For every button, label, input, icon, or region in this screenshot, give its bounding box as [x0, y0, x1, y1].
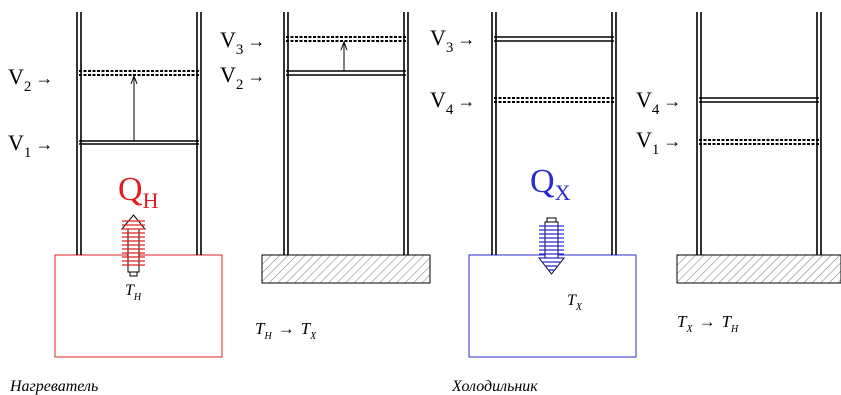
expansion-arrow [130, 74, 138, 141]
volume-label-v3: V3→ [430, 25, 475, 56]
volume-label-v4: V4→ [636, 87, 681, 118]
cylinder-wall-left [491, 12, 497, 255]
piston-v4-dashed [494, 97, 614, 103]
piston-v2 [286, 70, 406, 76]
cylinder-wall-right [403, 12, 409, 255]
panel-cooling: V3→ V4→ QX TX Холодильник [430, 12, 637, 395]
heat-q-h-label: QH [118, 171, 159, 213]
volume-label-v1: V1→ [636, 127, 681, 158]
volume-label-v2: V2→ [220, 62, 265, 93]
expansion-arrow [340, 40, 348, 71]
piston-v4 [699, 97, 819, 103]
heat-flow-down-arrow [537, 217, 566, 275]
temperature-transition-th-tx: TH→TX [255, 319, 317, 342]
volume-label-v1: V1→ [8, 130, 53, 161]
cylinder-wall-right [611, 12, 617, 255]
panel-adiabatic-compression: V4→ V1→ TX→TH [636, 12, 841, 335]
volume-label-v4: V4→ [430, 87, 475, 118]
insulating-base-hatched [676, 254, 841, 284]
temperature-label-th: TH [125, 282, 142, 303]
piston-v2-dashed [79, 70, 199, 76]
piston-v3-dashed [286, 36, 406, 42]
volume-label-v2: V2→ [8, 64, 53, 95]
piston-v1 [79, 140, 199, 145]
panel-adiabatic-expansion: V3→ V2→ TH→TX [220, 12, 431, 342]
caption-heater: Нагреватель [9, 378, 98, 395]
temperature-label-tx: TX [567, 292, 583, 313]
insulating-base-hatched [261, 254, 431, 284]
temperature-transition-tx-th: TX→TH [677, 312, 739, 335]
heat-flow-up-arrow [120, 214, 147, 277]
cylinder-wall-right [196, 12, 202, 255]
caption-cooler: Холодильник [451, 378, 538, 395]
cylinder-wall-left [283, 12, 289, 255]
cylinder-wall-left [696, 12, 702, 255]
piston-v3 [494, 36, 614, 42]
heat-q-x-label: QX [530, 163, 571, 205]
cylinder-wall-right [816, 12, 822, 255]
panel-heating: V2→ V1→ QH TH Нагреватель [8, 12, 223, 395]
volume-label-v3: V3→ [220, 27, 265, 58]
piston-v1-dashed [699, 139, 819, 145]
cylinder-wall-left [76, 12, 82, 255]
